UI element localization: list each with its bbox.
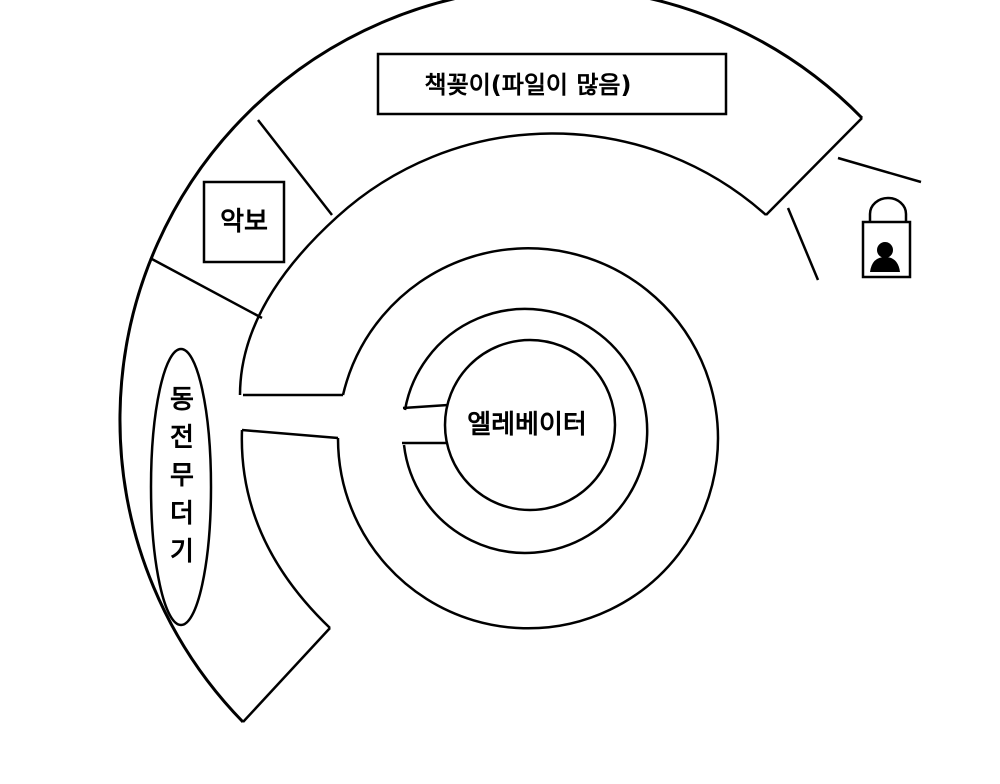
divider-bookshelf [257, 119, 333, 216]
inner-wall [238, 132, 767, 629]
sheet-music-box [202, 180, 286, 264]
outside-line-1 [837, 156, 922, 184]
coin-mound-char: 전 [170, 423, 194, 453]
coin-mound-char: 더 [170, 499, 194, 529]
bookshelf-label: 책꽂이(파일이 많음) [425, 71, 632, 99]
locked-person-icon [861, 196, 912, 279]
ring-end-right [765, 117, 863, 216]
coin-mound-label: 동 전 무 더 기 [170, 385, 194, 567]
coin-mound-ellipse [149, 347, 213, 627]
coin-mound-char: 무 [170, 461, 194, 491]
middle-ring [336, 247, 720, 630]
coin-mound-char: 동 [170, 385, 194, 415]
ring-end-bottom [242, 627, 331, 723]
elevator-circle [443, 338, 617, 512]
sheet-music-label: 악보 [220, 207, 268, 237]
coin-mound-char: 기 [170, 537, 194, 567]
elevator-entry-top [402, 403, 449, 410]
passage-bottom [241, 428, 339, 440]
elevator-label: 엘레베이터 [467, 410, 587, 440]
inner-ring [402, 307, 649, 555]
bookshelf-box [376, 52, 728, 116]
outside-line-2 [786, 207, 820, 281]
outer-wall [118, 0, 864, 724]
divider-sheet-music [149, 256, 263, 320]
